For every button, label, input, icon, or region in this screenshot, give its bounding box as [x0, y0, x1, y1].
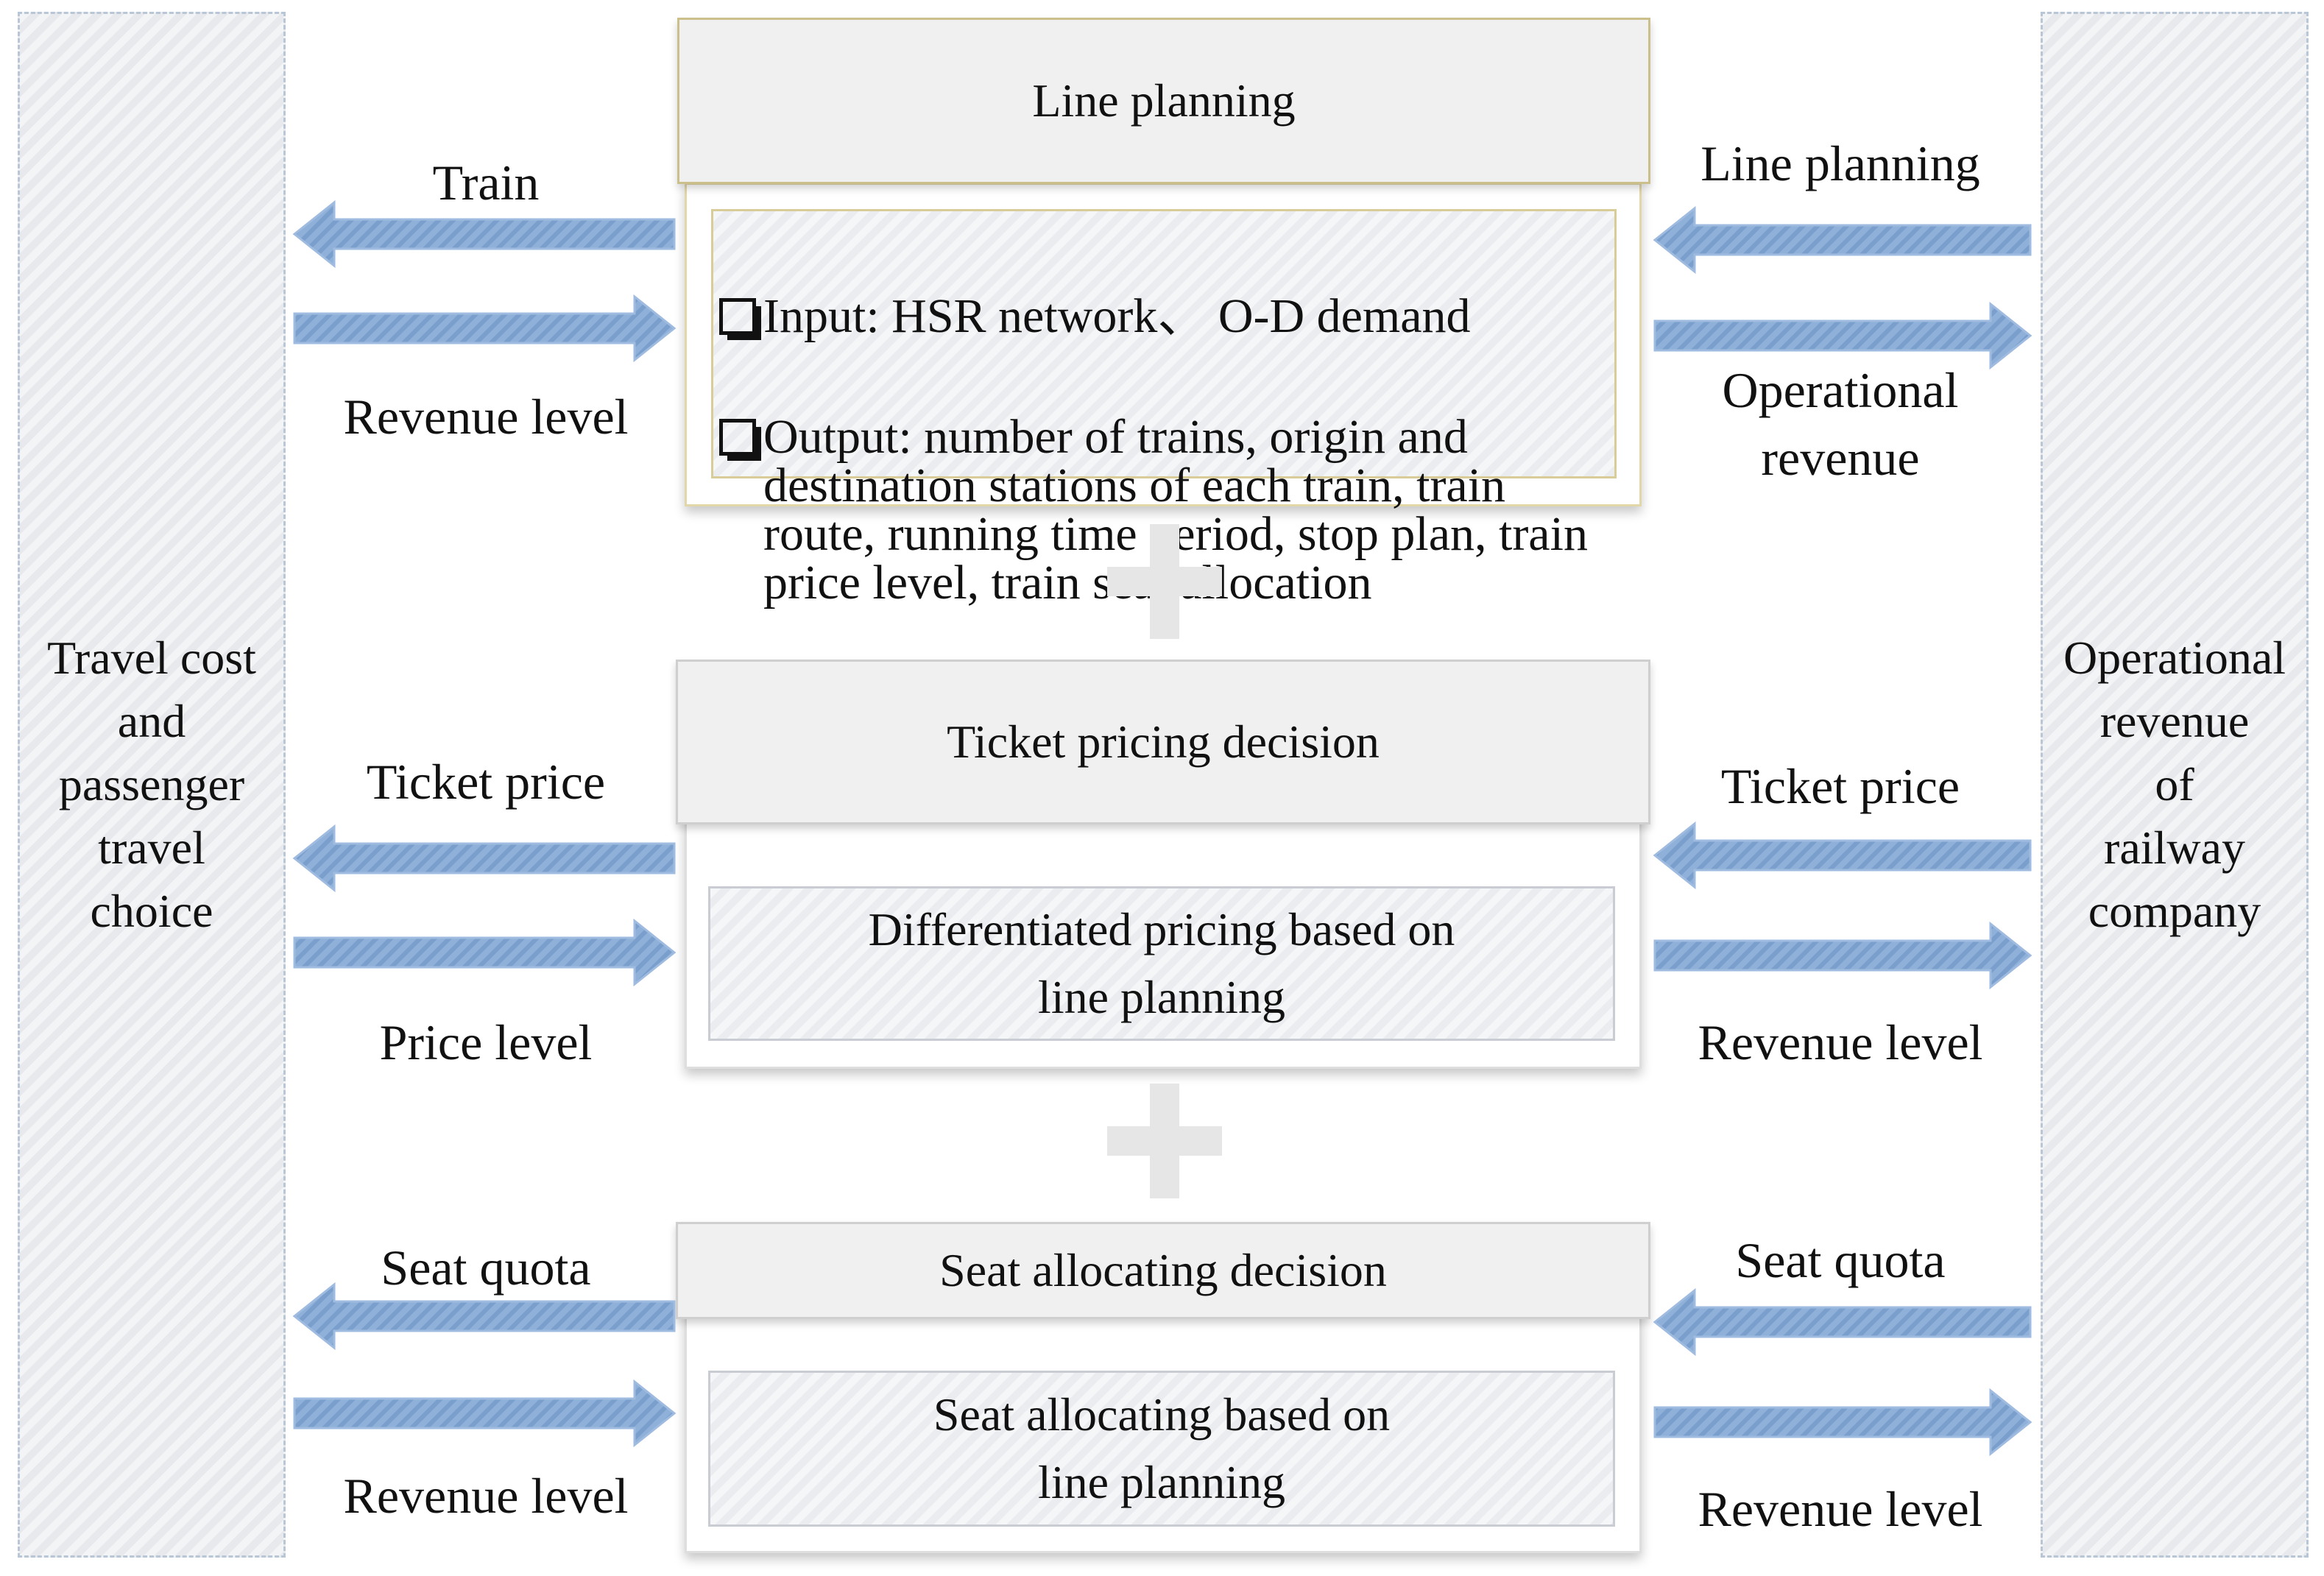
- plus-icon: [1107, 524, 1222, 639]
- travel-cost-panel: Travel cost and passenger travel choice: [18, 12, 286, 1558]
- right-arrow-icon: [1653, 921, 2032, 990]
- left-arrow-icon: [292, 199, 676, 269]
- left-arrow-icon: [1653, 821, 2032, 890]
- left-arrow-icon: [292, 824, 676, 893]
- right-arrow-icon: [1653, 1388, 2032, 1457]
- seat-allocating-box: Seat allocating based on line planning: [708, 1371, 1615, 1527]
- revenue-level-label: Revenue level: [1698, 1481, 1983, 1537]
- seat-quota-label: Seat quota: [1735, 1232, 1946, 1288]
- operational-revenue-label: Operational revenue: [1722, 362, 1959, 486]
- right-arrow-icon: [293, 918, 677, 987]
- ticket-price-label: Ticket price: [366, 754, 606, 810]
- revenue-level-label: Revenue level: [1698, 1014, 1983, 1070]
- differentiated-pricing-box: Differentiated pricing based on line pla…: [708, 886, 1615, 1041]
- seat-allocating-header: Seat allocating decision: [676, 1222, 1650, 1319]
- revenue-level-label: Revenue level: [343, 1468, 629, 1524]
- input-text: Input: HSR network、 O-D demand: [763, 289, 1471, 343]
- ticket-pricing-title: Ticket pricing decision: [947, 715, 1380, 768]
- right-arrow-icon: [1653, 301, 2032, 370]
- operational-revenue-panel: Operational revenue of railway company: [2041, 12, 2309, 1558]
- line-planning-header: Line planning: [677, 18, 1650, 184]
- seat-allocating-title: Seat allocating decision: [939, 1244, 1387, 1296]
- input-bullet: Input: HSR network、 O-D demand: [716, 292, 1604, 341]
- revenue-level-label: Revenue level: [343, 389, 629, 445]
- travel-cost-label: Travel cost and passenger travel choice: [47, 632, 256, 937]
- line-planning-title: Line planning: [1032, 74, 1296, 127]
- train-label: Train: [432, 155, 540, 211]
- seat-allocating-text: Seat allocating based on line planning: [933, 1388, 1391, 1508]
- output-text: Output: number of trains, origin and des…: [763, 410, 1588, 609]
- left-arrow-icon: [1653, 205, 2032, 275]
- line-planning-label: Line planning: [1700, 135, 1980, 191]
- checkbox-bullet-icon: [719, 298, 761, 340]
- ticket-price-label: Ticket price: [1720, 758, 1960, 814]
- checkbox-bullet-icon: [719, 419, 761, 461]
- left-arrow-icon: [292, 1282, 676, 1351]
- operational-revenue-label: Operational revenue of railway company: [2063, 632, 2286, 937]
- differentiated-pricing-text: Differentiated pricing based on line pla…: [868, 903, 1455, 1023]
- ticket-pricing-header: Ticket pricing decision: [676, 660, 1650, 824]
- price-level-label: Price level: [379, 1014, 593, 1070]
- right-arrow-icon: [293, 294, 677, 363]
- left-arrow-icon: [1653, 1287, 2032, 1357]
- plus-icon: [1107, 1084, 1222, 1198]
- line-planning-details: Input: HSR network、 O-D demand Output: n…: [711, 209, 1617, 607]
- right-arrow-icon: [293, 1379, 677, 1448]
- seat-quota-label: Seat quota: [381, 1240, 591, 1296]
- output-bullet: Output: number of trains, origin and des…: [716, 413, 1604, 607]
